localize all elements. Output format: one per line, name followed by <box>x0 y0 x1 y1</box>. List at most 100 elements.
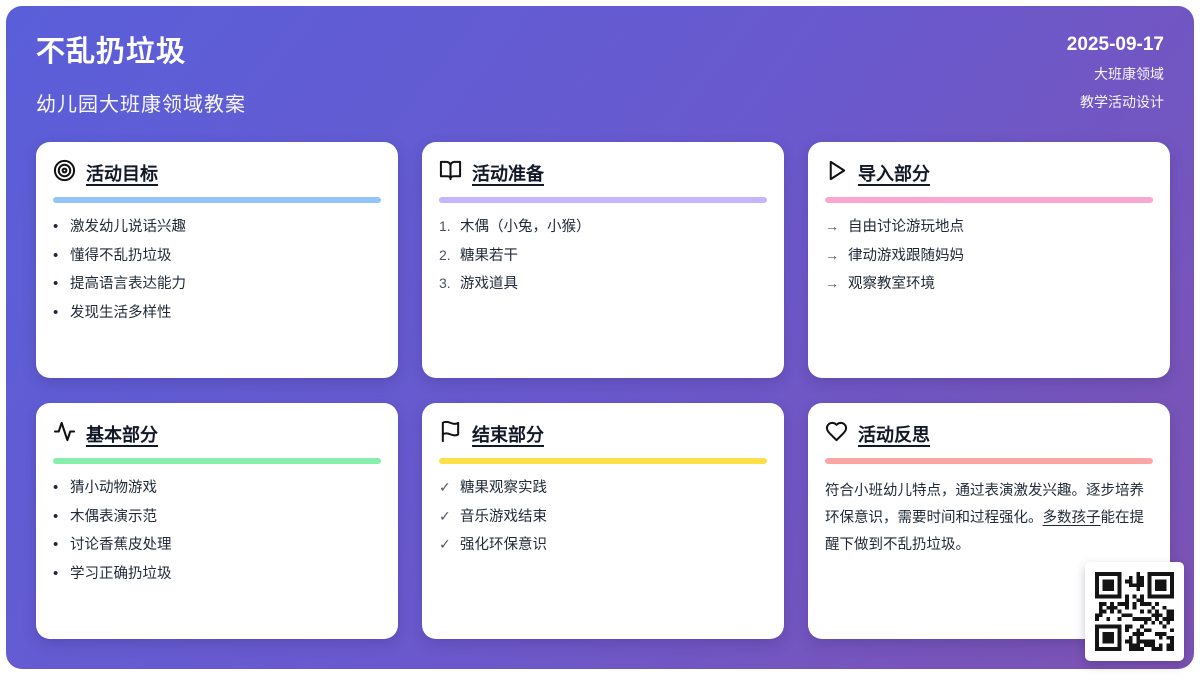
bullet-marker: • <box>53 304 59 322</box>
bullet-marker: • <box>53 246 59 264</box>
list-item: ✓ 糖果观察实践 <box>439 480 767 496</box>
list-item: • 发现生活多样性 <box>53 305 381 321</box>
list-item: • 提高语言表达能力 <box>53 276 381 292</box>
arrow-marker: → <box>825 218 839 234</box>
item-list: → 自由讨论游玩地点 → 律动游戏跟随妈妈 → 观察教室环境 <box>825 219 1153 293</box>
list-item: ✓ 强化环保意识 <box>439 537 767 553</box>
accent-bar <box>53 458 381 464</box>
item-list: 1. 木偶（小兔，小猴） 2. 糖果若干 3. 游戏道具 <box>439 219 767 293</box>
meta-line1: 大班康领域 <box>1094 66 1164 82</box>
item-text: 提高语言表达能力 <box>70 276 186 293</box>
reflection-text-before: 符合小班幼儿特点，通过表演激发兴趣。逐步培养环保意识，需要时间和过程强化。 <box>825 483 1144 526</box>
card-header: 基本部分 <box>53 420 381 448</box>
accent-bar <box>825 458 1153 464</box>
book-open-icon <box>439 159 462 187</box>
item-list: • 激发幼儿说话兴趣 • 懂得不乱扔垃圾 • 提高语言表达能力 • 发现生活多样性 <box>53 219 381 321</box>
card-title: 导入部分 <box>858 164 930 184</box>
number-marker: 1. <box>439 218 451 234</box>
item-text: 木偶（小兔，小猴） <box>460 219 591 235</box>
item-text: 糖果若干 <box>460 247 518 264</box>
card-title: 基本部分 <box>86 425 158 445</box>
item-text: 糖果观察实践 <box>460 480 547 496</box>
arrow-marker: → <box>825 275 839 292</box>
page-title: 不乱扔垃圾 <box>36 36 187 68</box>
header-titles: 不乱扔垃圾 幼儿园大班康领域教案 <box>36 28 246 117</box>
card-title: 活动反思 <box>858 425 930 445</box>
card-header: 结束部分 <box>439 420 767 448</box>
card-header: 活动目标 <box>53 159 381 187</box>
target-icon <box>53 159 76 187</box>
item-list: ✓ 糖果观察实践 ✓ 音乐游戏结束 ✓ 强化环保意识 <box>439 480 767 554</box>
list-item: • 木偶表演示范 <box>53 507 381 525</box>
card-grid: 活动目标 • 激发幼儿说话兴趣 • 懂得不乱扔垃圾 • 提高语言表达能力 • 发现生活多… <box>36 142 1170 639</box>
activity-icon <box>53 420 76 448</box>
list-item: → 自由讨论游玩地点 <box>825 219 1153 235</box>
poster-background: 不乱扔垃圾 幼儿园大班康领域教案 2025-09-17 大班康领域 教学活动设计… <box>6 6 1194 669</box>
list-item: • 讨论香蕉皮处理 <box>53 537 381 553</box>
card-ending-section: 结束部分 ✓ 糖果观察实践 ✓ 音乐游戏结束 ✓ 强化环保意识 <box>422 403 784 639</box>
flag-icon <box>439 420 462 448</box>
accent-bar <box>439 458 767 464</box>
check-marker: ✓ <box>439 507 451 524</box>
check-marker: ✓ <box>439 536 451 553</box>
check-marker: ✓ <box>439 479 451 495</box>
bullet-marker: • <box>53 536 59 554</box>
card-title: 结束部分 <box>472 425 544 445</box>
card-introduction-section: 导入部分 → 自由讨论游玩地点 → 律动游戏跟随妈妈 → 观察教室环境 <box>808 142 1170 378</box>
card-header: 导入部分 <box>825 159 1153 187</box>
meta-date: 2025-09-17 <box>1066 34 1164 55</box>
header-meta: 2025-09-17 大班康领域 教学活动设计 <box>1067 34 1164 112</box>
card-title: 活动准备 <box>472 164 544 184</box>
arrow-marker: → <box>825 246 839 263</box>
qr-code <box>1085 562 1184 661</box>
list-item: → 观察教室环境 <box>825 276 1153 292</box>
card-header: 活动准备 <box>439 159 767 187</box>
list-item: 3. 游戏道具 <box>439 276 767 292</box>
item-text: 音乐游戏结束 <box>460 508 547 525</box>
list-item: 2. 糖果若干 <box>439 248 767 264</box>
card-header: 活动反思 <box>825 420 1153 448</box>
header: 不乱扔垃圾 幼儿园大班康领域教案 2025-09-17 大班康领域 教学活动设计 <box>36 28 1164 117</box>
reflection-text-underlined: 多数孩子 <box>1042 510 1101 526</box>
bullet-marker: • <box>53 275 59 293</box>
bullet-marker: • <box>53 507 59 525</box>
accent-bar <box>53 197 381 203</box>
list-item: • 激发幼儿说话兴趣 <box>53 219 381 235</box>
item-text: 木偶表演示范 <box>70 508 157 525</box>
reflection-paragraph: 符合小班幼儿特点，通过表演激发兴趣。逐步培养环保意识，需要时间和过程强化。多数孩… <box>825 478 1153 559</box>
bullet-marker: • <box>53 565 59 583</box>
list-item: → 律动游戏跟随妈妈 <box>825 248 1153 264</box>
item-text: 强化环保意识 <box>460 537 547 554</box>
card-basic-section: 基本部分 • 猜小动物游戏 • 木偶表演示范 • 讨论香蕉皮处理 • 学习正确扔垃圾 <box>36 403 398 639</box>
list-item: • 学习正确扔垃圾 <box>53 566 381 582</box>
list-item: • 懂得不乱扔垃圾 <box>53 246 381 264</box>
play-icon <box>825 159 848 187</box>
number-marker: 2. <box>439 246 451 263</box>
item-text: 激发幼儿说话兴趣 <box>70 219 186 235</box>
item-text: 游戏道具 <box>460 276 518 293</box>
item-text: 发现生活多样性 <box>70 305 172 322</box>
number-marker: 3. <box>439 275 451 292</box>
reflection-text-after: 能在提醒下做到不乱扔垃圾。 <box>825 510 1144 553</box>
item-text: 学习正确扔垃圾 <box>70 566 172 583</box>
card-activity-goals: 活动目标 • 激发幼儿说话兴趣 • 懂得不乱扔垃圾 • 提高语言表达能力 • 发现生活多… <box>36 142 398 378</box>
meta-line2: 教学活动设计 <box>1080 94 1164 110</box>
item-text: 猜小动物游戏 <box>70 480 157 496</box>
list-item: • 猜小动物游戏 <box>53 480 381 496</box>
card-activity-preparation: 活动准备 1. 木偶（小兔，小猴） 2. 糖果若干 3. 游戏道具 <box>422 142 784 378</box>
item-text: 律动游戏跟随妈妈 <box>848 247 964 264</box>
item-text: 懂得不乱扔垃圾 <box>70 247 172 264</box>
list-item: 1. 木偶（小兔，小猴） <box>439 219 767 235</box>
accent-bar <box>825 197 1153 203</box>
bullet-marker: • <box>53 218 59 235</box>
card-title: 活动目标 <box>86 164 158 184</box>
item-text: 自由讨论游玩地点 <box>848 219 964 235</box>
page-subtitle: 幼儿园大班康领域教案 <box>36 94 246 116</box>
accent-bar <box>439 197 767 203</box>
item-list: • 猜小动物游戏 • 木偶表演示范 • 讨论香蕉皮处理 • 学习正确扔垃圾 <box>53 480 381 582</box>
item-text: 观察教室环境 <box>848 276 935 293</box>
bullet-marker: • <box>53 479 59 496</box>
list-item: ✓ 音乐游戏结束 <box>439 509 767 525</box>
heart-icon <box>825 420 848 448</box>
item-text: 讨论香蕉皮处理 <box>70 537 172 554</box>
